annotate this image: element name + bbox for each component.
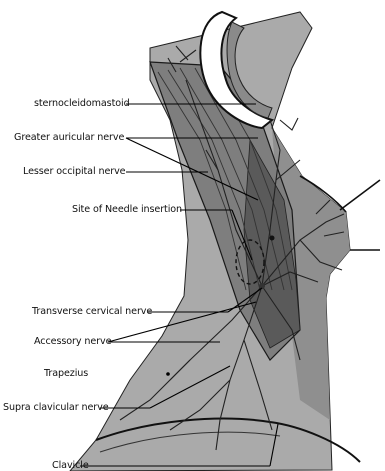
injection-point [270, 236, 275, 241]
label-supraclavicular-nerve: Supra clavicular nerve [3, 403, 109, 413]
label-lesser-occipital-nerve: Lesser occipital nerve [23, 167, 125, 177]
label-transverse-cervical-nerve: Transverse cervical nerve [32, 307, 152, 317]
label-greater-auricular-nerve: Greater auricular nerve [14, 133, 124, 143]
label-accessory-nerve: Accessory nerve [34, 337, 111, 347]
label-clavicle: Clavicle [52, 461, 89, 471]
label-trapezius: Trapezius [44, 369, 88, 379]
label-needle-insertion-site: Site of Needle insertion [72, 205, 182, 215]
trapezius-marker [166, 372, 170, 376]
label-sternocleidomastoid: sternocleidomastoid [34, 99, 130, 109]
